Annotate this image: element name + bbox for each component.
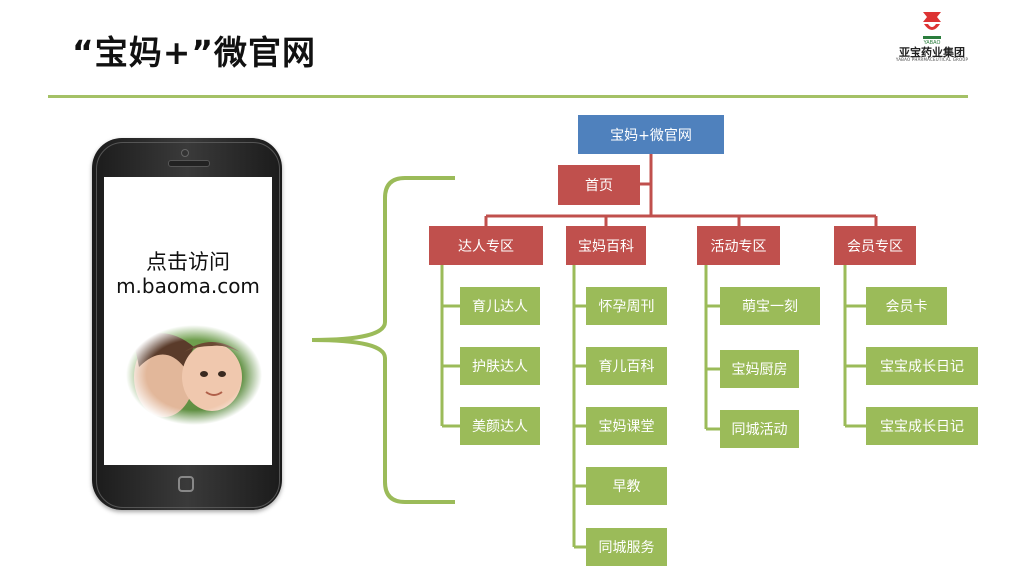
category-node-events[interactable]: 活动专区 — [697, 226, 780, 265]
item-node[interactable]: 宝宝成长日记 — [866, 347, 978, 385]
phone-visit-text: 点击访问 — [146, 250, 230, 274]
yabao-logo-icon: YABAO — [923, 12, 941, 46]
phone-url-link[interactable]: m.baoma.com — [116, 274, 260, 298]
item-node[interactable]: 同城活动 — [720, 410, 799, 448]
camera-icon — [181, 149, 189, 157]
item-node[interactable]: 育儿百科 — [586, 347, 667, 385]
item-node[interactable]: 萌宝一刻 — [720, 287, 820, 325]
home-node[interactable]: 首页 — [558, 165, 640, 205]
item-node[interactable]: 美颜达人 — [460, 407, 540, 445]
mother-baby-photo — [124, 322, 264, 428]
home-button-icon — [178, 476, 194, 492]
item-node[interactable]: 育儿达人 — [460, 287, 540, 325]
item-node[interactable]: 护肤达人 — [460, 347, 540, 385]
item-node[interactable]: 宝妈课堂 — [586, 407, 667, 445]
item-node[interactable]: 怀孕周刊 — [586, 287, 667, 325]
category-node-experts[interactable]: 达人专区 — [429, 226, 543, 265]
title-divider — [48, 95, 968, 98]
item-node[interactable]: 宝妈厨房 — [720, 350, 799, 388]
item-node[interactable]: 会员卡 — [866, 287, 947, 325]
logo-mark-text: YABAO — [923, 40, 941, 46]
logo-name: 亚宝药业集团 — [899, 46, 965, 59]
slide-title: “宝妈+”微官网 — [72, 33, 317, 72]
root-node[interactable]: 宝妈+微官网 — [578, 115, 724, 154]
phone-rim — [96, 142, 280, 508]
bracket-shape — [311, 176, 455, 504]
logo-subtitle: YABAO PHARMACEUTICAL GROUP — [895, 57, 969, 62]
item-node[interactable]: 宝宝成长日记 — [866, 407, 978, 445]
item-node[interactable]: 早教 — [586, 467, 667, 505]
category-node-members[interactable]: 会员专区 — [834, 226, 916, 265]
speaker-icon — [168, 160, 210, 167]
category-node-encyclopedia[interactable]: 宝妈百科 — [566, 226, 646, 265]
item-node[interactable]: 同城服务 — [586, 528, 667, 566]
